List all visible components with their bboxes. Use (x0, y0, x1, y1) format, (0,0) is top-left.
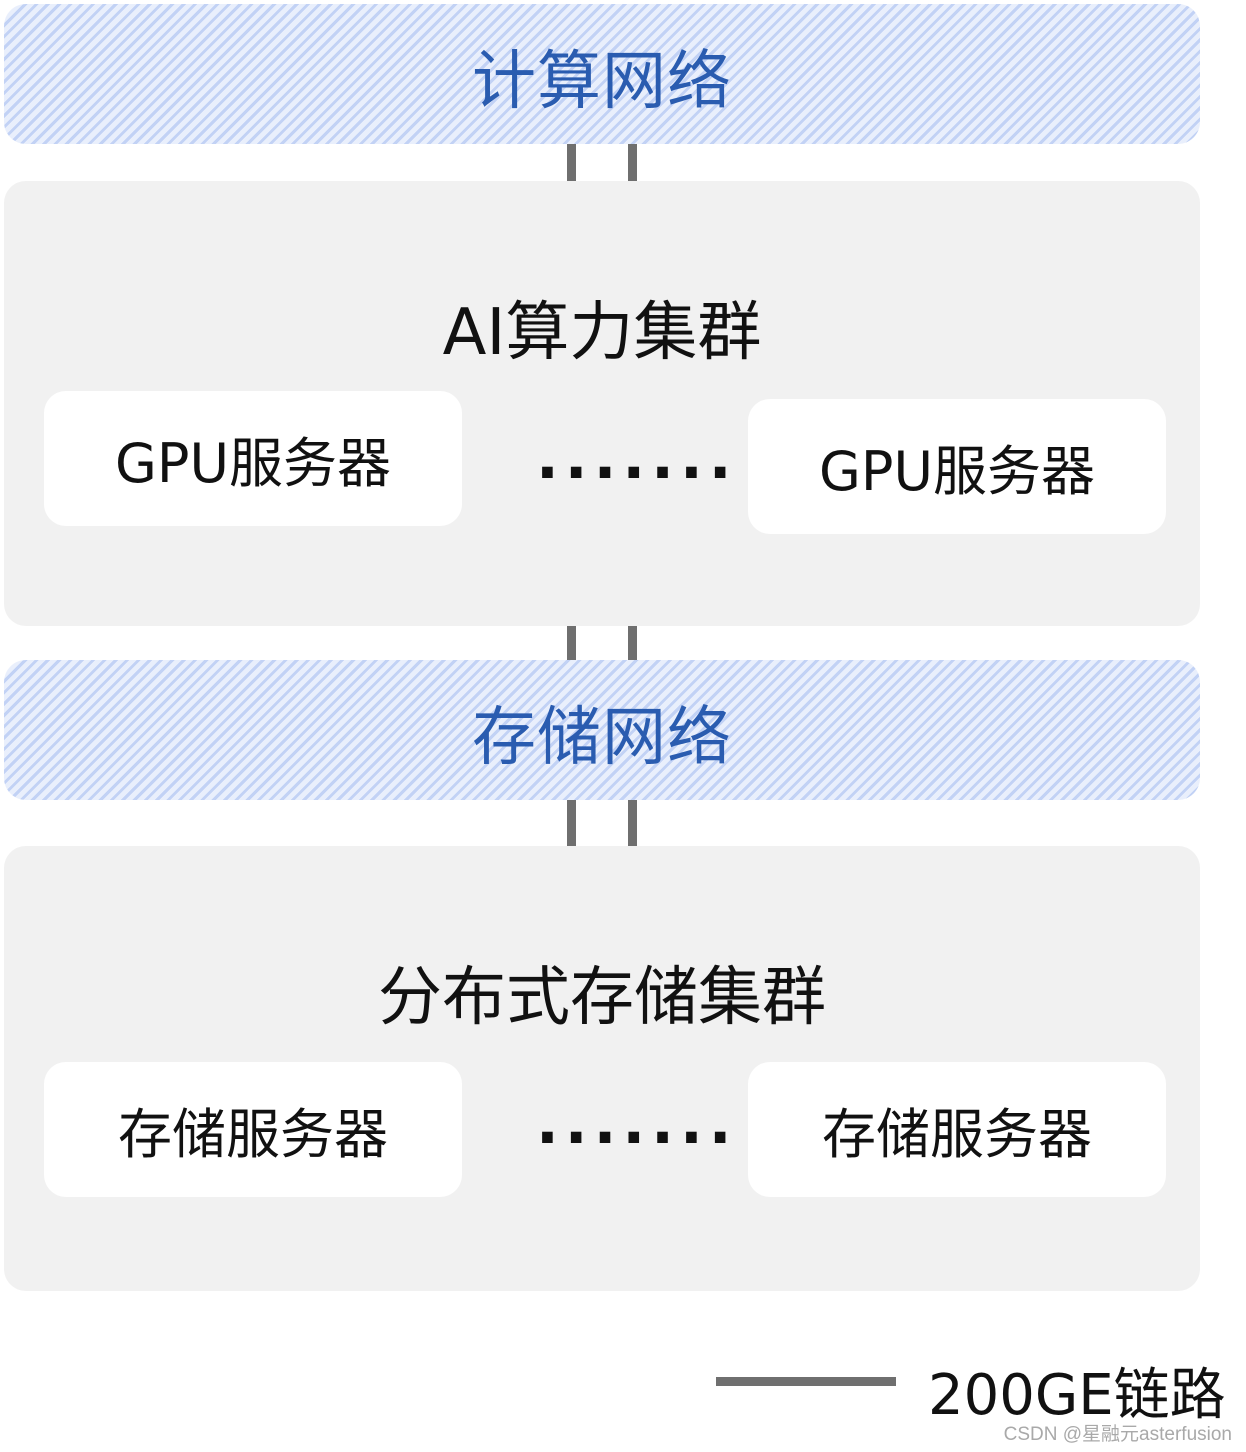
gpu-server-left: GPU服务器 (44, 391, 462, 526)
link-storage-cluster-2 (628, 800, 637, 846)
link-compute-ai-1 (567, 144, 576, 181)
storage-server-left: 存储服务器 (44, 1062, 462, 1197)
ai-cluster: AI算力集群 GPU服务器 ······· GPU服务器 (4, 181, 1200, 626)
ai-cluster-ellipsis: ······· (536, 438, 738, 508)
link-ai-storage-1 (567, 626, 576, 660)
ai-cluster-title: AI算力集群 (442, 296, 762, 370)
compute-network-label: 计算网络 (472, 45, 732, 119)
storage-cluster-ellipsis: ······· (536, 1103, 738, 1173)
legend-label: 200GE链路 (928, 1363, 1226, 1428)
storage-network-label: 存储网络 (472, 701, 732, 775)
link-compute-ai-2 (628, 144, 637, 181)
link-ai-storage-2 (628, 626, 637, 660)
storage-cluster: 分布式存储集群 存储服务器 ······· 存储服务器 (4, 846, 1200, 1291)
storage-cluster-title: 分布式存储集群 (378, 961, 826, 1035)
storage-server-right: 存储服务器 (748, 1062, 1166, 1197)
compute-network-band: 计算网络 (4, 4, 1200, 144)
link-storage-cluster-1 (567, 800, 576, 846)
watermark: CSDN @星融元asterfusion (1003, 1424, 1232, 1445)
storage-network-band: 存储网络 (4, 660, 1200, 800)
gpu-server-right: GPU服务器 (748, 399, 1166, 534)
legend-link-swatch (716, 1377, 896, 1386)
